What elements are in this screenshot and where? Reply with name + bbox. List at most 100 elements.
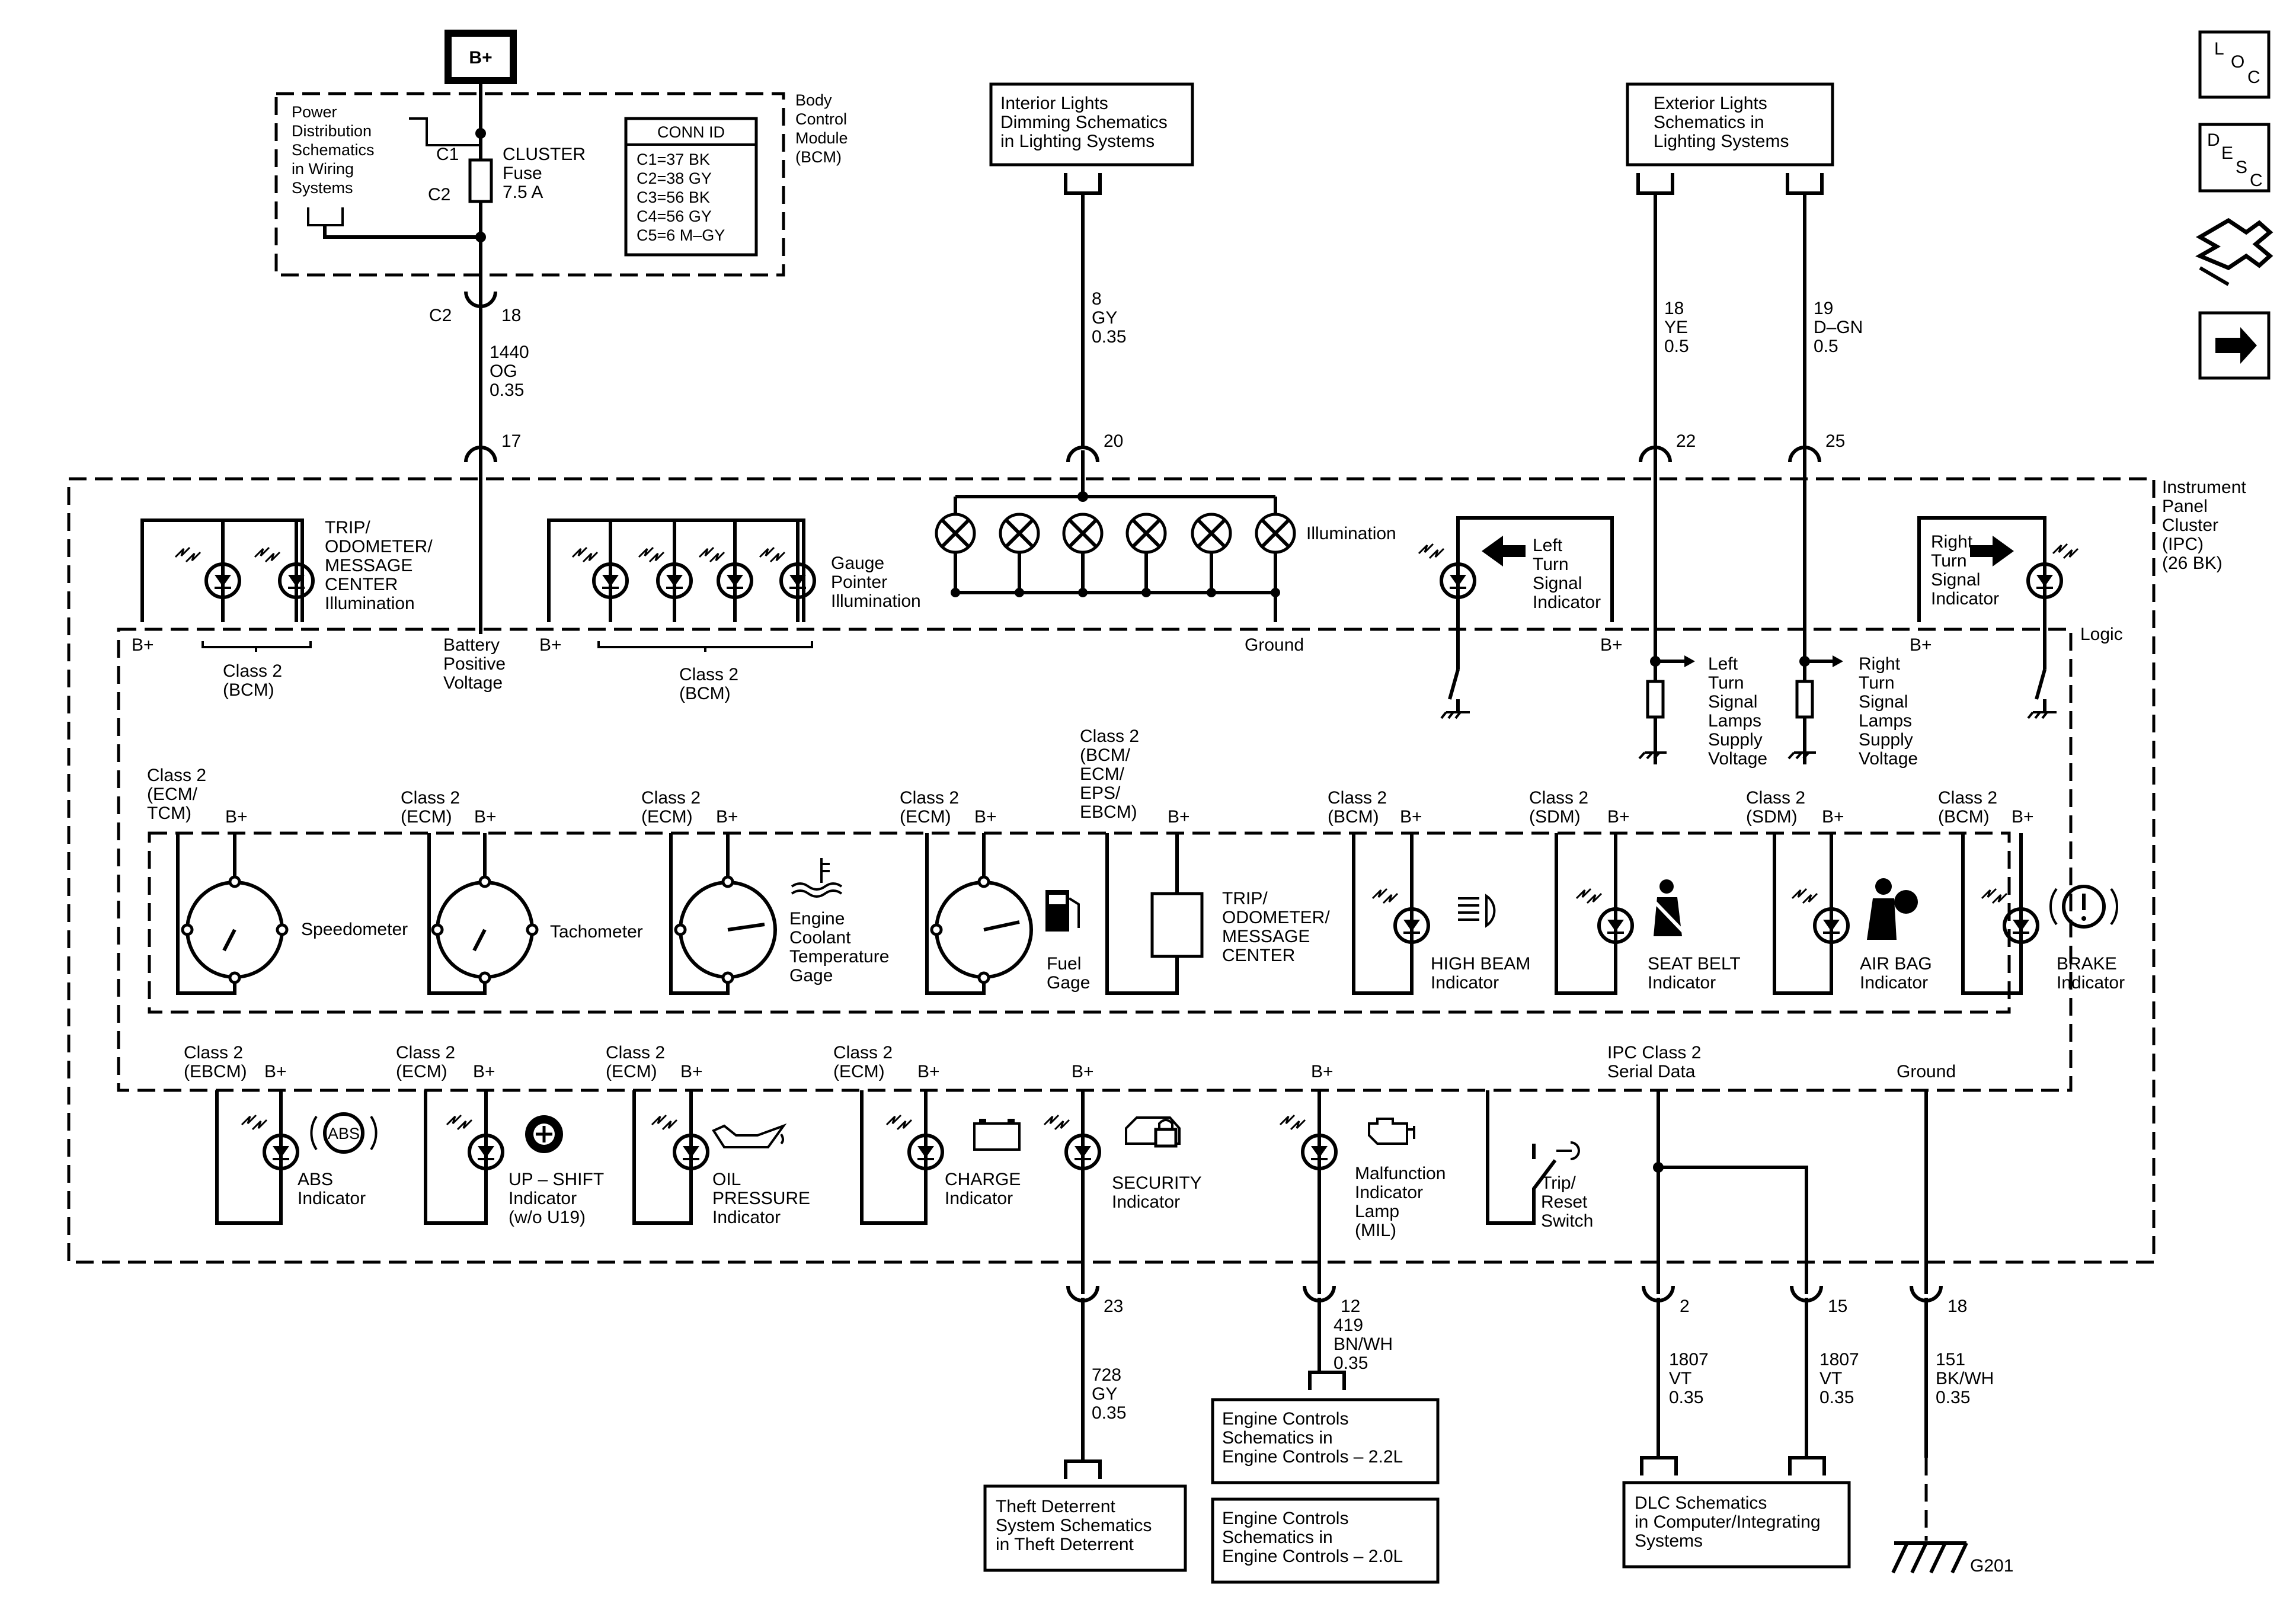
svg-text:ABS: ABS [298, 1170, 333, 1189]
svg-text:Instrument: Instrument [2162, 478, 2246, 497]
svg-text:22: 22 [1676, 431, 1696, 451]
wrench-diagnostic-icon[interactable] [2195, 217, 2273, 286]
dlc-box[interactable]: DLC Schematics in Computer/Integrating S… [1622, 1481, 1851, 1569]
c2-label: C2 [428, 185, 450, 204]
svg-text:Power: Power [292, 103, 337, 121]
desc-icon[interactable]: D E S C [2198, 123, 2271, 193]
fuse-label: CLUSTER Fuse 7.5 A [503, 145, 586, 202]
svg-text:in Wiring: in Wiring [292, 160, 354, 178]
bulb-icon [1125, 513, 1167, 597]
svg-text:Supply: Supply [1859, 730, 1913, 750]
svg-text:C1=37 BK: C1=37 BK [637, 151, 710, 168]
svg-text:CLUSTER: CLUSTER [503, 145, 586, 164]
svg-text:419: 419 [1334, 1315, 1363, 1335]
wire-1807-a: 2 1807 VT 0.35 [1640, 1285, 1709, 1475]
svg-text:1807: 1807 [1669, 1350, 1709, 1369]
svg-text:S: S [2236, 158, 2247, 177]
svg-text:18: 18 [1664, 299, 1684, 318]
svg-text:GY: GY [1092, 308, 1117, 328]
svg-text:Indicator: Indicator [945, 1189, 1013, 1208]
svg-text:Class 2: Class 2 [147, 766, 206, 785]
svg-text:0.35: 0.35 [1092, 1403, 1126, 1423]
theft-deterrent-box[interactable]: Theft Deterrent System Schematics in The… [983, 1484, 1187, 1572]
svg-text:Class 2: Class 2 [1328, 788, 1387, 808]
svg-text:BRAKE: BRAKE [2057, 954, 2117, 974]
svg-text:Indicator: Indicator [1533, 593, 1601, 612]
svg-text:VT: VT [1819, 1369, 1842, 1388]
svg-text:20: 20 [1104, 431, 1123, 451]
speedometer: Class 2 (ECM/ TCM) B+ Speedometer [147, 766, 408, 995]
svg-text:HIGH BEAM: HIGH BEAM [1431, 954, 1530, 974]
svg-text:(SDM): (SDM) [1746, 807, 1798, 827]
svg-text:Class 2: Class 2 [900, 788, 959, 808]
interior-lights-box[interactable]: Interior Lights Dimming Schematics in Li… [989, 82, 1194, 167]
ground-circuit: Ground [1897, 1062, 1956, 1294]
engine-controls-20l-box[interactable]: Engine Controls Schematics in Engine Con… [1211, 1497, 1440, 1584]
svg-text:CENTER: CENTER [1222, 946, 1295, 965]
svg-text:(BCM): (BCM) [223, 680, 274, 700]
svg-text:Ground: Ground [1245, 635, 1304, 655]
cluster-fuse [468, 158, 493, 203]
tachometer: Class 2 (ECM) B+ Tachometer [401, 788, 643, 995]
svg-text:(ECM): (ECM) [606, 1062, 657, 1081]
svg-text:Signal: Signal [1859, 692, 1908, 712]
svg-text:0.35: 0.35 [1334, 1353, 1368, 1373]
svg-text:MESSAGE: MESSAGE [1222, 927, 1310, 946]
svg-text:Indicator: Indicator [2057, 973, 2125, 993]
svg-text:B+: B+ [473, 1062, 495, 1081]
svg-text:Body: Body [795, 91, 832, 109]
svg-text:Schematics in: Schematics in [1222, 1428, 1333, 1448]
svg-text:TRIP/: TRIP/ [1222, 889, 1268, 908]
gauge-needle [727, 923, 765, 932]
svg-text:Class 2: Class 2 [1529, 788, 1588, 808]
svg-text:18: 18 [501, 306, 521, 325]
svg-text:B+: B+ [1910, 635, 1932, 655]
gear-icon [525, 1115, 563, 1153]
svg-text:C5=6 M–GY: C5=6 M–GY [637, 226, 725, 244]
svg-text:B+: B+ [680, 1062, 703, 1081]
next-arrow-icon[interactable] [2198, 311, 2271, 380]
svg-text:Tachometer: Tachometer [550, 922, 643, 942]
svg-text:Ground: Ground [1897, 1062, 1956, 1081]
svg-text:Indicator: Indicator [1112, 1192, 1180, 1212]
battery-positive-label: Battery Positive Voltage [443, 635, 506, 693]
svg-text:EBCM): EBCM) [1080, 802, 1137, 822]
trip-illumination-label: TRIP/ ODOMETER/ MESSAGE CENTER Illuminat… [325, 518, 433, 613]
svg-text:Control: Control [795, 110, 847, 128]
svg-text:Schematics in: Schematics in [1654, 113, 1764, 132]
exterior-lights-box[interactable]: Exterior Lights Schematics in Lighting S… [1626, 82, 1834, 167]
svg-text:EPS/: EPS/ [1080, 783, 1121, 803]
svg-text:Engine Controls – 2.0L: Engine Controls – 2.0L [1222, 1547, 1403, 1566]
svg-text:C2=38 GY: C2=38 GY [637, 169, 712, 187]
wire-1807-b: 15 1807 VT 0.35 [1788, 1285, 1859, 1475]
oil-pressure-indicator: Class 2 (ECM) B+ OIL PRESSURE Indicator [606, 1043, 810, 1227]
svg-text:C4=56 GY: C4=56 GY [637, 207, 712, 225]
loc-icon[interactable]: L O C [2198, 30, 2271, 99]
svg-text:Lighting Systems: Lighting Systems [1654, 132, 1789, 151]
svg-text:Lamps: Lamps [1859, 711, 1912, 731]
svg-text:B+: B+ [974, 807, 997, 827]
svg-text:Indicator: Indicator [712, 1208, 781, 1227]
trip-illumination-leds: TRIP/ ODOMETER/ MESSAGE CENTER Illuminat… [132, 518, 433, 700]
svg-text:B+: B+ [2012, 807, 2034, 827]
engine-controls-22l-box[interactable]: Engine Controls Schematics in Engine Con… [1211, 1398, 1440, 1484]
svg-text:CENTER: CENTER [325, 575, 398, 594]
svg-text:Battery: Battery [443, 635, 500, 655]
svg-text:25: 25 [1825, 431, 1845, 451]
svg-text:Indicator: Indicator [1860, 973, 1928, 993]
upshift-indicator: Class 2 (ECM) B+ UP – SHIFT Indicator (w… [396, 1043, 604, 1227]
seat-belt-icon [1652, 879, 1685, 936]
svg-text:in Lighting Systems: in Lighting Systems [1000, 132, 1155, 151]
fuel-pump-icon [1045, 890, 1080, 932]
svg-text:B+: B+ [1600, 635, 1623, 655]
ipc-module: Instrument Panel Cluster (IPC) (26 BK) L… [67, 477, 2246, 1264]
svg-text:VT: VT [1669, 1369, 1691, 1388]
svg-text:0.5: 0.5 [1664, 337, 1689, 356]
svg-text:B+: B+ [132, 635, 154, 655]
svg-text:System Schematics: System Schematics [996, 1516, 1152, 1535]
svg-text:Turn: Turn [1931, 551, 1967, 571]
svg-text:CHARGE: CHARGE [945, 1170, 1021, 1189]
abs-icon: ABS [310, 1112, 378, 1154]
high-beam-indicator: Class 2 (BCM) B+ HIGH BEAM Indicator [1328, 788, 1530, 995]
svg-text:Class 2: Class 2 [606, 1043, 665, 1062]
